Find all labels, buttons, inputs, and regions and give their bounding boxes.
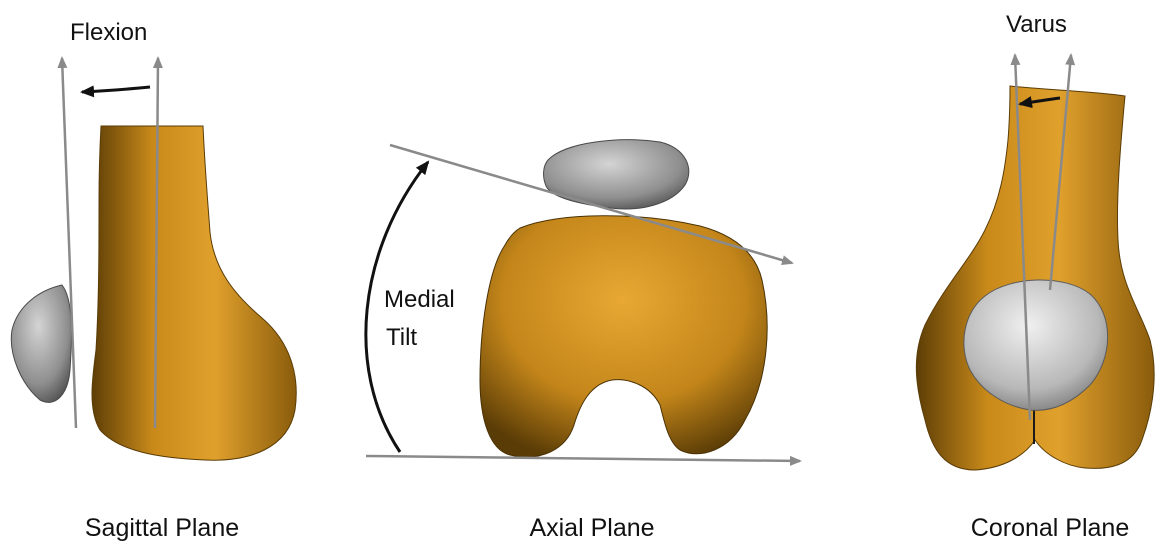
medial-tilt-label-line2: Tilt [386,324,417,351]
axial-condylar-axis [366,456,800,461]
varus-label: Varus [1006,11,1067,38]
axial-patella-shape [544,140,689,209]
sagittal-femur-shape [92,126,296,460]
caption-sagittal-plane: Sagittal Plane [85,514,239,542]
flexion-arrow [82,87,150,92]
axial-femur-shape [480,216,767,457]
sagittal-patella-shape [11,285,71,402]
axial-view: Medial Tilt [366,140,800,461]
coronal-femur-shape [916,86,1154,470]
caption-axial-plane: Axial Plane [529,514,654,542]
medial-tilt-label-line1: Medial [384,286,455,313]
sagittal-view: Flexion [11,19,296,460]
caption-coronal-plane: Coronal Plane [971,514,1129,542]
flexion-label: Flexion [70,19,147,46]
coronal-view: Varus [916,11,1154,470]
